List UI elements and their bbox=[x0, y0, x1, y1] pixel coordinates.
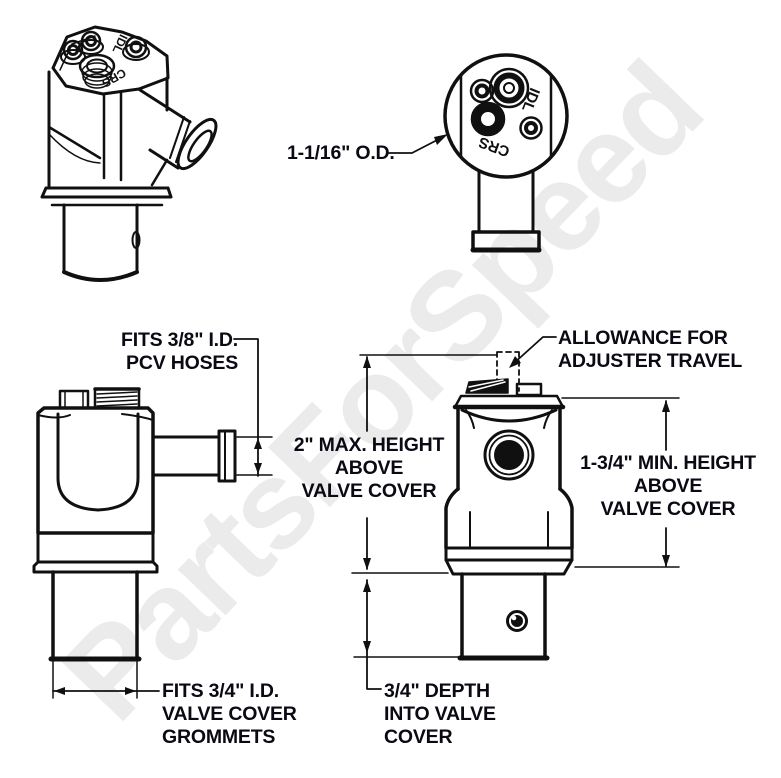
min-height-label: 1-3/4" MIN. HEIGHT ABOVE VALVE COVER bbox=[580, 452, 756, 520]
arrowhead bbox=[363, 356, 371, 368]
top-view: IDL CRS bbox=[387, 53, 569, 253]
grommets-label: FITS 3/4" I.D. VALVE COVER GROMMETS bbox=[162, 680, 297, 748]
od-label: 1-1/16" O.D. bbox=[287, 142, 395, 164]
arrowhead bbox=[363, 641, 371, 653]
arrowhead bbox=[254, 463, 262, 474]
top-engraving-crs: CRS bbox=[476, 133, 512, 160]
allowance-label: ALLOWANCE FOR ADJUSTER TRAVEL bbox=[558, 327, 743, 372]
max-height-label: 2" MAX. HEIGHT ABOVE VALVE COVER bbox=[293, 434, 445, 502]
dimension-line-depth bbox=[366, 579, 382, 690]
arrowhead bbox=[363, 580, 371, 592]
dimension-line-hose-id bbox=[233, 338, 259, 477]
leader-allowance bbox=[512, 336, 557, 365]
arrowhead bbox=[125, 687, 136, 695]
arrowhead bbox=[363, 558, 371, 570]
arrowhead bbox=[662, 400, 670, 412]
arrowhead bbox=[662, 555, 670, 567]
depth-label: 3/4" DEPTH INTO VALVE COVER bbox=[384, 680, 496, 748]
arrowhead bbox=[54, 687, 65, 695]
isometric-view: IDL CRS bbox=[40, 25, 218, 282]
front-view bbox=[351, 336, 680, 690]
pcv-hoses-label: FITS 3/8" I.D. PCV HOSES bbox=[121, 329, 238, 374]
arrowhead bbox=[254, 438, 262, 449]
side-view bbox=[32, 338, 273, 699]
arrowhead bbox=[509, 356, 521, 368]
